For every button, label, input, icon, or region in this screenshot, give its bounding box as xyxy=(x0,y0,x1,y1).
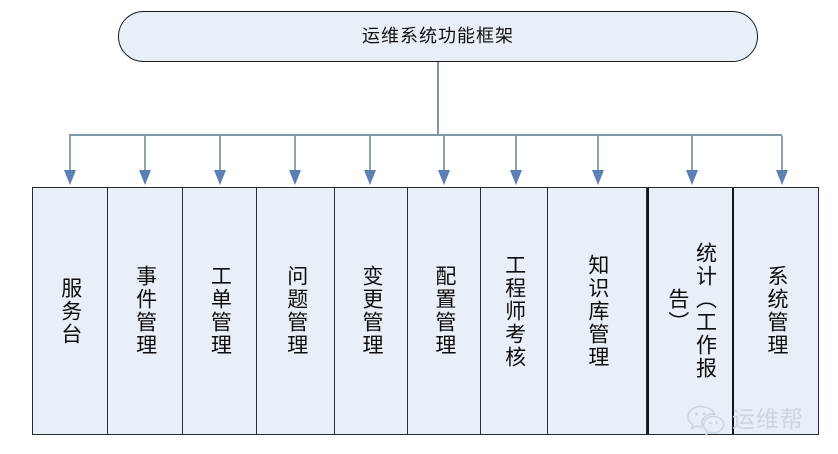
page-title: 运维系统功能框架 xyxy=(362,25,514,47)
connector-drop-7 xyxy=(515,136,517,173)
arrow-head-icon-9 xyxy=(686,170,698,185)
module-label: 统计（工作报告） xyxy=(665,242,718,380)
module-strip: 服务台 事件管理 工单管理 问题管理 变更管理 配置管理 工程师考核 知识库管理… xyxy=(32,187,819,435)
module-box-incident-management[interactable]: 事件管理 xyxy=(107,188,183,434)
module-label: 工程师考核 xyxy=(502,253,527,369)
arrow-head-icon-8 xyxy=(592,170,604,185)
connector-drop-10 xyxy=(781,136,783,173)
arrow-head-icon-4 xyxy=(289,170,301,185)
connector-drop-3 xyxy=(219,136,221,173)
connector-bus xyxy=(69,134,782,136)
connector-drop-6 xyxy=(443,136,445,173)
connector-drop-1 xyxy=(69,136,71,173)
module-box-configuration-management[interactable]: 配置管理 xyxy=(408,188,481,434)
connector-drop-5 xyxy=(369,136,371,173)
module-label: 配置管理 xyxy=(432,265,457,357)
diagram-title-node: 运维系统功能框架 xyxy=(118,11,758,62)
module-box-knowledge-base-management[interactable]: 知识库管理 xyxy=(547,188,648,434)
connector-drop-8 xyxy=(597,136,599,173)
module-label: 事件管理 xyxy=(133,265,158,357)
arrow-head-icon-7 xyxy=(510,170,522,185)
arrow-head-icon-2 xyxy=(139,170,151,185)
module-label: 问题管理 xyxy=(284,265,309,357)
module-box-problem-management[interactable]: 问题管理 xyxy=(257,188,336,434)
module-label: 知识库管理 xyxy=(585,253,610,369)
connector-stem xyxy=(437,62,439,136)
module-box-engineer-assessment[interactable]: 工程师考核 xyxy=(480,188,548,434)
module-box-system-management[interactable]: 系统管理 xyxy=(734,188,818,434)
arrow-head-icon-1 xyxy=(64,170,76,185)
module-box-work-order-management[interactable]: 工单管理 xyxy=(182,188,258,434)
module-box-statistics-work-report[interactable]: 统计（工作报告） xyxy=(647,188,735,434)
module-label: 工单管理 xyxy=(208,265,233,357)
arrow-head-icon-3 xyxy=(214,170,226,185)
module-box-service-desk[interactable]: 服务台 xyxy=(33,188,108,434)
arrow-head-icon-6 xyxy=(438,170,450,185)
arrow-head-icon-5 xyxy=(364,170,376,185)
module-box-change-management[interactable]: 变更管理 xyxy=(335,188,409,434)
connector-drop-9 xyxy=(691,136,693,173)
module-label: 系统管理 xyxy=(764,265,789,357)
connector-drop-4 xyxy=(294,136,296,173)
module-label: 服务台 xyxy=(58,276,83,346)
connector-drop-2 xyxy=(144,136,146,173)
arrow-head-icon-10 xyxy=(776,170,788,185)
module-label: 变更管理 xyxy=(360,265,384,357)
